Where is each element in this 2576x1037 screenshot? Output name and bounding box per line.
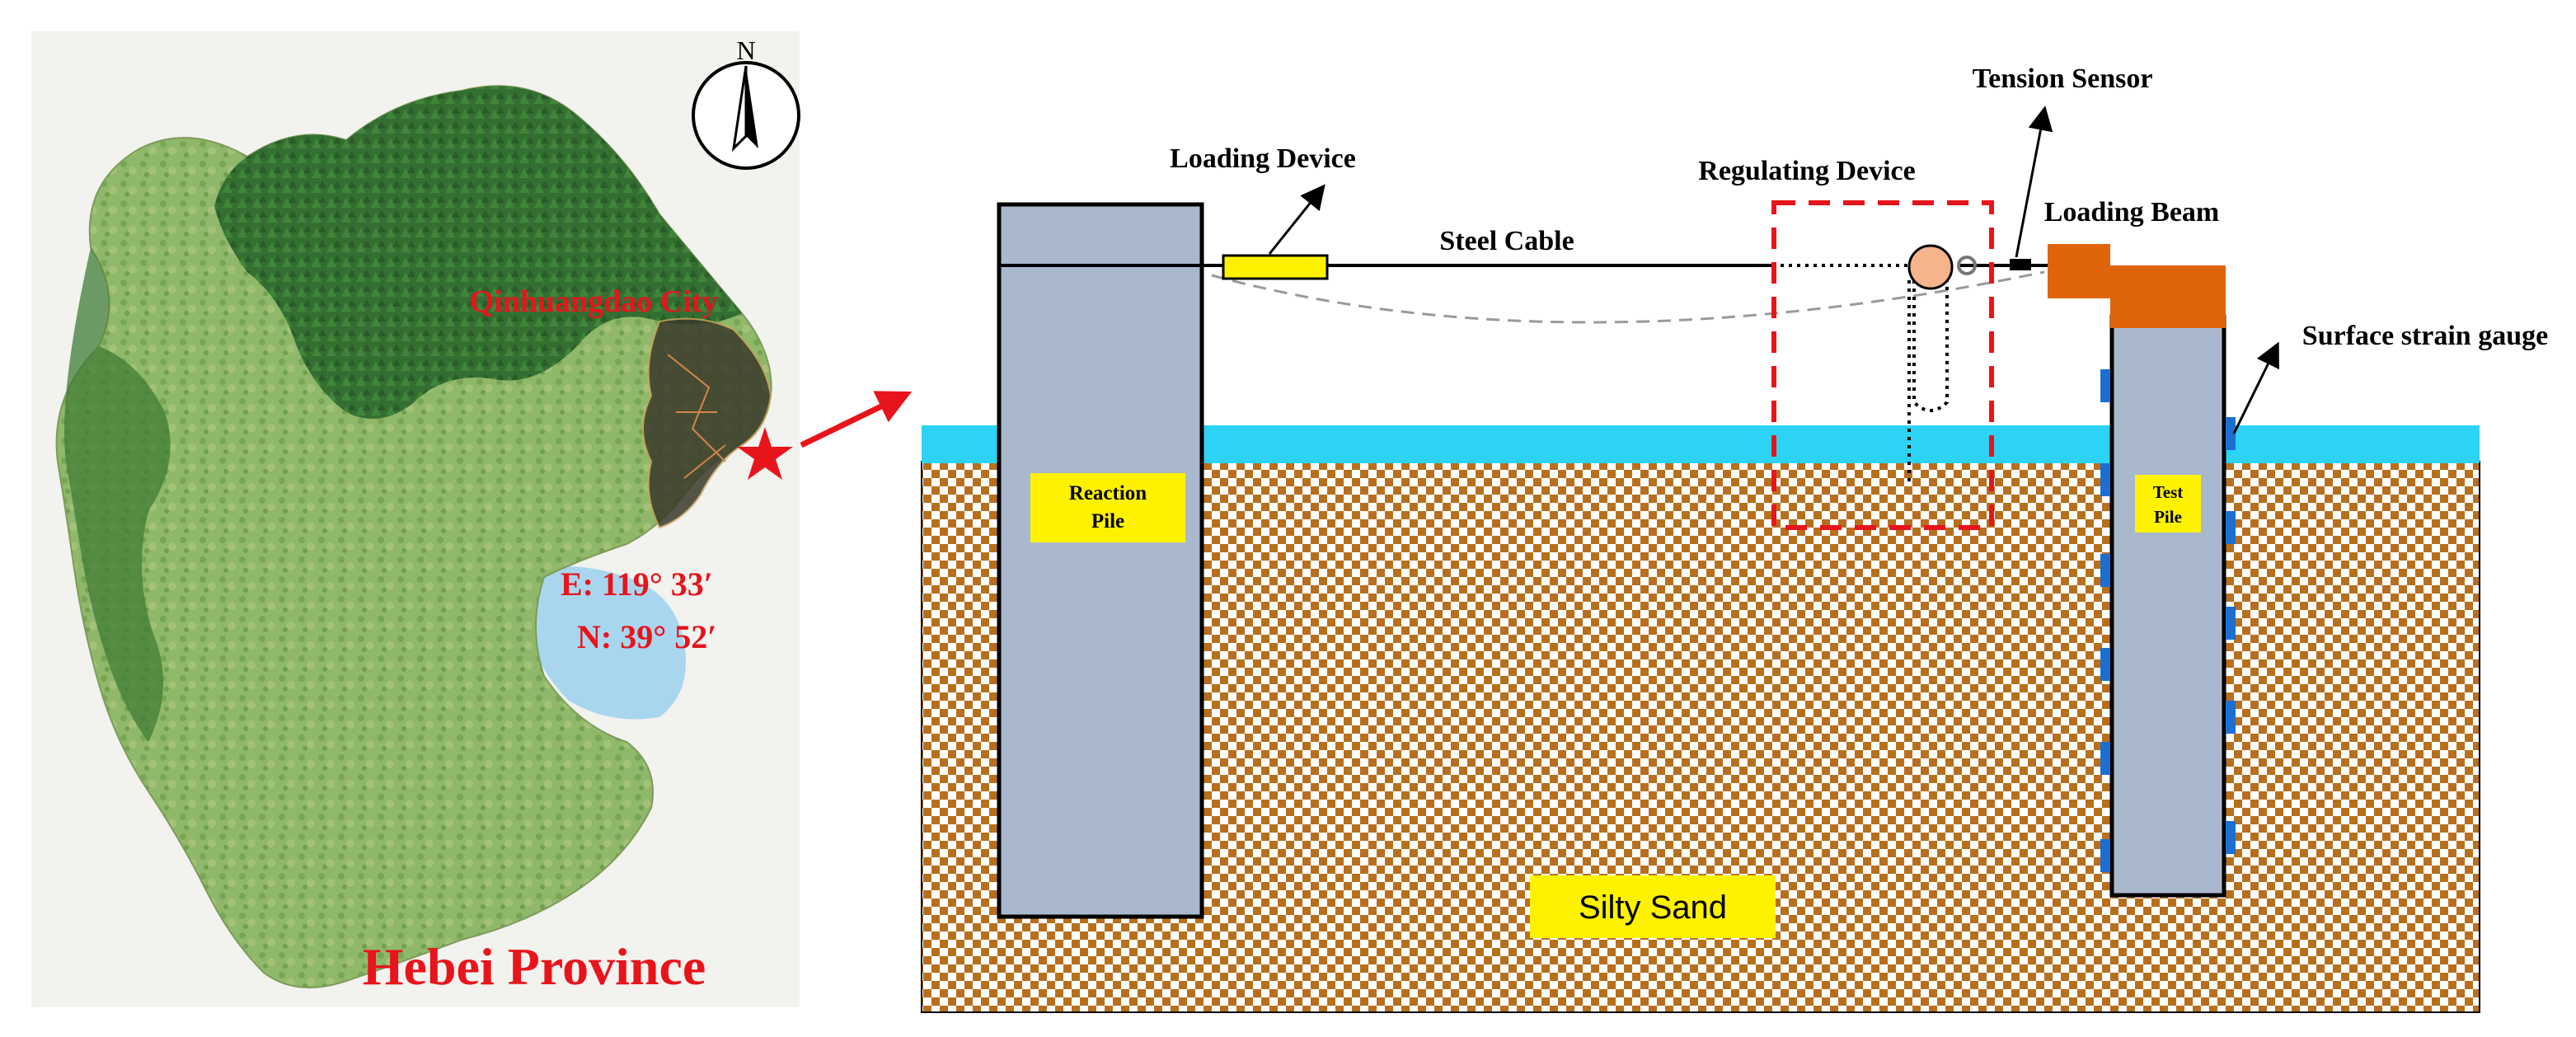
- region-roads: [667, 354, 726, 479]
- north-arrow-icon: N: [692, 35, 800, 170]
- strain-gauge-left: [2100, 742, 2110, 775]
- city-label: Qinhuangdao City: [470, 284, 718, 319]
- qinhuangdao-region: [642, 317, 772, 529]
- location-star-icon: [737, 427, 793, 480]
- northern-mountains: [214, 86, 742, 420]
- reaction-pile-label-line2: Pile: [1091, 510, 1124, 533]
- strain-gauge-right: [2226, 417, 2236, 450]
- map-panel: N Qinhuangdao City E: 119° 33′ N: 39° 52…: [31, 31, 800, 1007]
- loading-beam-block: [2048, 244, 2110, 298]
- strain-gauge-right: [2226, 821, 2236, 854]
- reaction-pile-label-line1: Reaction: [1069, 482, 1147, 504]
- regulating-device-box: [1771, 200, 1994, 530]
- province-label: Hebei Province: [363, 937, 706, 996]
- strain-gauge-left: [2100, 554, 2110, 587]
- tension-sensor-label: Tension Sensor: [1973, 63, 2153, 94]
- test-pile-label-line2: Pile: [2154, 507, 2182, 527]
- loading-device-label: Loading Device: [1170, 143, 1356, 174]
- strain-gauges: [2100, 369, 2236, 872]
- tension-sensor-pointer: [2015, 106, 2053, 258]
- north-letter: N: [736, 35, 755, 65]
- test-pile-label-line1: Test: [2153, 482, 2184, 502]
- strain-gauge-left: [2100, 648, 2110, 681]
- strain-gauge-right: [2226, 511, 2236, 544]
- western-mountains: [64, 247, 171, 742]
- strain-gauge-label: Surface strain gauge: [2302, 321, 2548, 351]
- strain-gauge-right: [2226, 701, 2236, 734]
- pulley-icon: [1907, 244, 1954, 290]
- coordinate-east: E: 119° 33′: [561, 565, 713, 603]
- loading-beam: [2110, 265, 2226, 328]
- loading-beam-label: Loading Beam: [2044, 197, 2220, 228]
- pulley-hook-icon: [1957, 256, 1977, 275]
- diagram-panel: Reaction Pile Test Pile: [921, 63, 2548, 1013]
- reaction-pile: [997, 202, 1204, 919]
- connector-arrow: [800, 391, 913, 448]
- strain-gauge-left: [2100, 839, 2110, 872]
- test-pile: [2109, 314, 2226, 898]
- reaction-pile-label-box: [1030, 473, 1185, 542]
- loading-device: [1222, 254, 1329, 280]
- strain-gauge-left: [2100, 463, 2110, 496]
- bohai-sea: [528, 565, 686, 720]
- silty-sand-label: Silty Sand: [1579, 889, 1727, 926]
- regulating-rope-loop: [1912, 280, 1949, 412]
- regulating-device-label: Regulating Device: [1698, 156, 1915, 186]
- steel-cable-label: Steel Cable: [1439, 226, 1574, 256]
- test-pile-label-box: [2135, 475, 2201, 533]
- cable-sag-curve: [1211, 270, 2045, 324]
- silty-sand-label-box: [1530, 875, 1776, 938]
- strain-gauge-right: [2226, 607, 2236, 640]
- strain-gauge-left: [2100, 369, 2110, 402]
- coordinate-north: N: 39° 52′: [577, 618, 716, 655]
- tension-sensor: [2010, 259, 2031, 270]
- loading-device-pointer: [1268, 184, 1326, 255]
- strain-gauge-pointer: [2232, 341, 2279, 434]
